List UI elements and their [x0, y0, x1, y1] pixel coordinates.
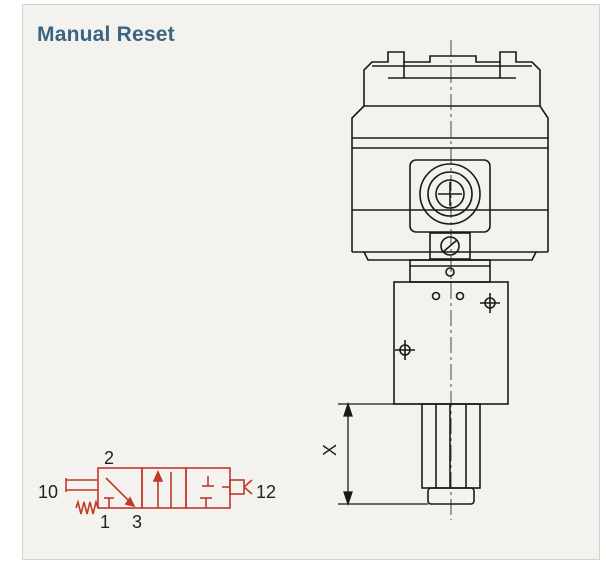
port-label-1: 1 — [100, 512, 110, 532]
symbol-box-left — [97, 467, 143, 509]
dimension-x — [338, 401, 428, 507]
neck — [409, 259, 491, 283]
symbol-box-right — [185, 467, 231, 509]
page-title: Manual Reset — [37, 23, 175, 46]
symbol-box-middle — [141, 467, 187, 509]
port-boss — [409, 159, 491, 233]
top-cap — [363, 51, 541, 106]
port-label-12: 12 — [256, 482, 276, 502]
reset-screw — [429, 232, 471, 260]
dimension-x-label: X — [320, 444, 340, 456]
port-label-3: 3 — [132, 512, 142, 532]
port-label-10: 10 — [38, 482, 58, 502]
pneumatic-valve-symbol — [65, 467, 253, 515]
valve-assembly — [351, 51, 549, 505]
port-label-2: 2 — [104, 448, 114, 468]
